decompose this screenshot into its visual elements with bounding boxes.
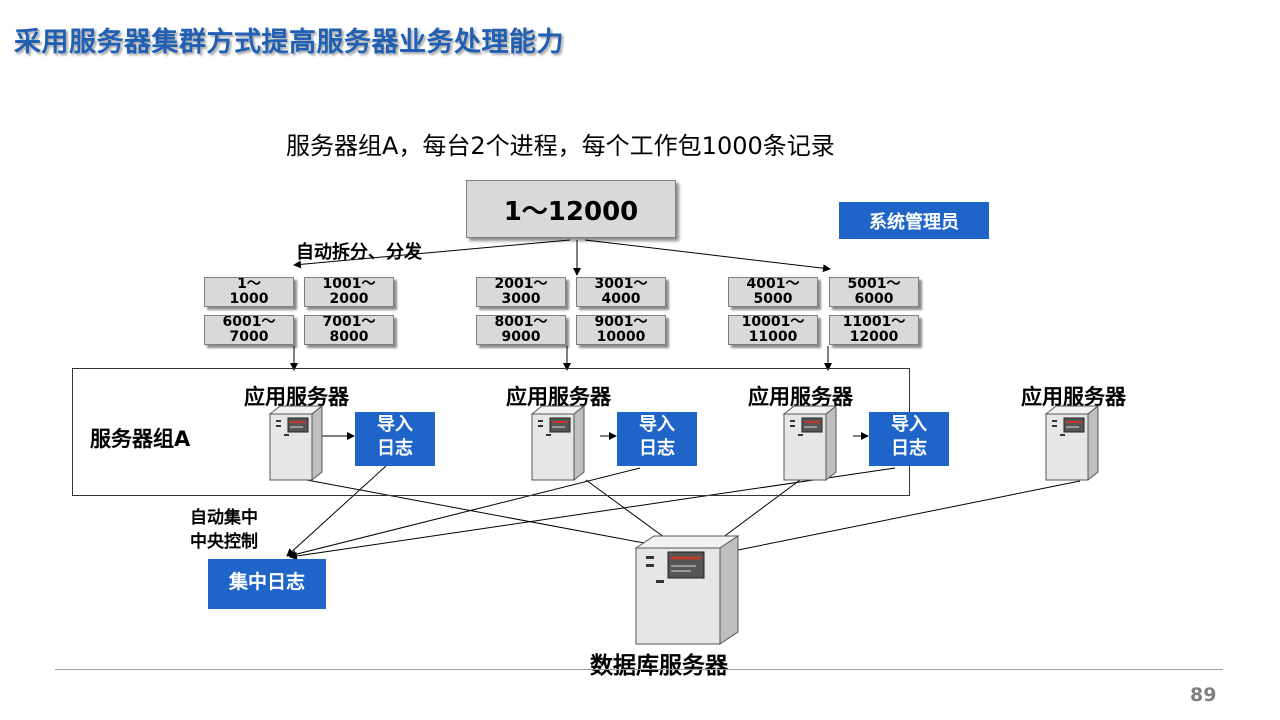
work-packet: 6001～7000	[204, 315, 294, 345]
split-arrow-right	[584, 239, 831, 273]
import-log-document: 导入日志	[869, 412, 949, 466]
work-packet: 9001～10000	[576, 315, 666, 345]
central-arrow-2	[288, 467, 641, 559]
server-group-label: 服务器组A	[90, 427, 191, 451]
diagram-subtitle: 服务器组A，每台2个进程，每个工作包1000条记录	[286, 132, 835, 160]
split-distribute-label: 自动拆分、分发	[296, 242, 422, 263]
work-packet: 3001～4000	[576, 277, 666, 307]
work-packet: 4001～5000	[728, 277, 818, 307]
import-log-document: 导入日志	[617, 412, 697, 466]
database-server-icon	[634, 535, 740, 645]
record-range-box: 1～12000	[466, 180, 676, 238]
db-link-1	[295, 477, 656, 546]
import-log-document: 导入日志	[355, 412, 435, 466]
page-number: 89	[1190, 684, 1217, 706]
db-link-3	[721, 479, 801, 539]
central-log-document: 集中日志	[208, 559, 326, 609]
server-tower-icon	[1044, 404, 1100, 482]
work-packet: 1～1000	[204, 277, 294, 307]
work-packet: 5001～6000	[829, 277, 919, 307]
admin-badge: 系统管理员	[839, 202, 989, 239]
page-title: 采用服务器集群方式提高服务器业务处理能力	[14, 27, 564, 58]
server-tower-icon	[782, 404, 838, 482]
db-link-2	[585, 479, 669, 541]
server-tower-icon	[268, 404, 324, 482]
work-packet: 8001～9000	[476, 315, 566, 345]
split-arrow-left	[293, 239, 571, 269]
central-arrow-3	[289, 467, 896, 560]
work-packet: 7001～8000	[304, 315, 394, 345]
work-packet: 10001～11000	[728, 315, 818, 345]
database-server-label: 数据库服务器	[590, 653, 728, 679]
server-tower-icon	[530, 404, 586, 482]
work-packet: 11001～12000	[829, 315, 919, 345]
work-packet: 1001～2000	[304, 277, 394, 307]
app-server-label: 应用服务器	[748, 385, 853, 409]
db-link-4	[737, 480, 1081, 551]
central-arrow-1	[286, 465, 387, 557]
app-server-label: 应用服务器	[506, 385, 611, 409]
app-server-label: 应用服务器	[244, 385, 349, 409]
central-control-label: 自动集中中央控制	[190, 508, 258, 552]
app-server-label: 应用服务器	[1021, 385, 1126, 409]
work-packet: 2001～3000	[476, 277, 566, 307]
footer-divider	[55, 669, 1223, 670]
